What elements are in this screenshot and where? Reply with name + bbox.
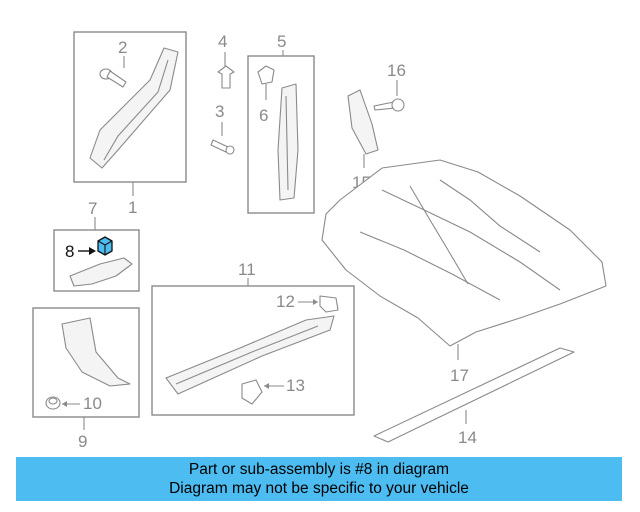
callout-3[interactable]: 3	[215, 102, 224, 121]
callout-16[interactable]: 16	[387, 61, 406, 80]
callout-2[interactable]: 2	[118, 38, 127, 57]
clip-part-6[interactable]	[257, 65, 275, 85]
banner-line-2: Diagram may not be specific to your vehi…	[169, 480, 469, 497]
bolt-part-2[interactable]	[99, 68, 127, 88]
info-banner: Part or sub-assembly is #8 in diagram Di…	[16, 457, 622, 501]
banner-line-1: Part or sub-assembly is #8 in diagram	[188, 461, 450, 478]
part-group-1: 2 1	[73, 31, 187, 217]
sill-strip-part-14[interactable]	[373, 347, 575, 443]
b-pillar-trim[interactable]	[277, 83, 299, 201]
clip-part-12[interactable]	[319, 295, 339, 313]
callout-14[interactable]: 14	[458, 428, 477, 447]
sill-scuff-plate[interactable]	[165, 315, 335, 395]
callout-5[interactable]: 5	[277, 32, 286, 51]
trim-part-15[interactable]	[347, 89, 379, 155]
part-group-7: 7 8	[53, 199, 140, 292]
callout-8[interactable]: 8	[65, 242, 74, 261]
clip-part-3[interactable]	[210, 139, 235, 155]
screw-part-16[interactable]	[373, 98, 405, 112]
clip-part-13[interactable]	[241, 379, 263, 405]
callout-1[interactable]: 1	[128, 198, 137, 217]
part-group-17: 17	[321, 159, 607, 385]
part-group-14: 14	[373, 347, 575, 447]
callout-17[interactable]: 17	[450, 366, 469, 385]
callout-9[interactable]: 9	[78, 432, 87, 451]
kick-panel-trim[interactable]	[61, 317, 131, 387]
part-group-3-4: 4 3	[210, 32, 235, 155]
floor-carpet[interactable]	[321, 159, 607, 347]
parts-diagram: 2 1 4 3 5 6 16 1 5	[32, 31, 607, 451]
bracket-part-7[interactable]	[69, 257, 133, 287]
callout-4[interactable]: 4	[218, 32, 227, 51]
clip-part-10[interactable]	[45, 396, 61, 410]
a-pillar-trim[interactable]	[89, 47, 179, 169]
clip-part-4[interactable]	[217, 65, 235, 89]
callout-12[interactable]: 12	[276, 292, 295, 311]
part-group-9: 10 9	[32, 307, 140, 451]
callout-7[interactable]: 7	[88, 199, 97, 218]
part-group-11: 11 12 13	[151, 260, 355, 416]
callout-10[interactable]: 10	[83, 394, 102, 413]
clip-part-8-highlighted[interactable]	[97, 236, 113, 256]
callout-6[interactable]: 6	[259, 106, 268, 125]
callout-13[interactable]: 13	[286, 376, 305, 395]
part-group-5: 5 6	[247, 32, 315, 214]
callout-11[interactable]: 11	[238, 260, 256, 279]
